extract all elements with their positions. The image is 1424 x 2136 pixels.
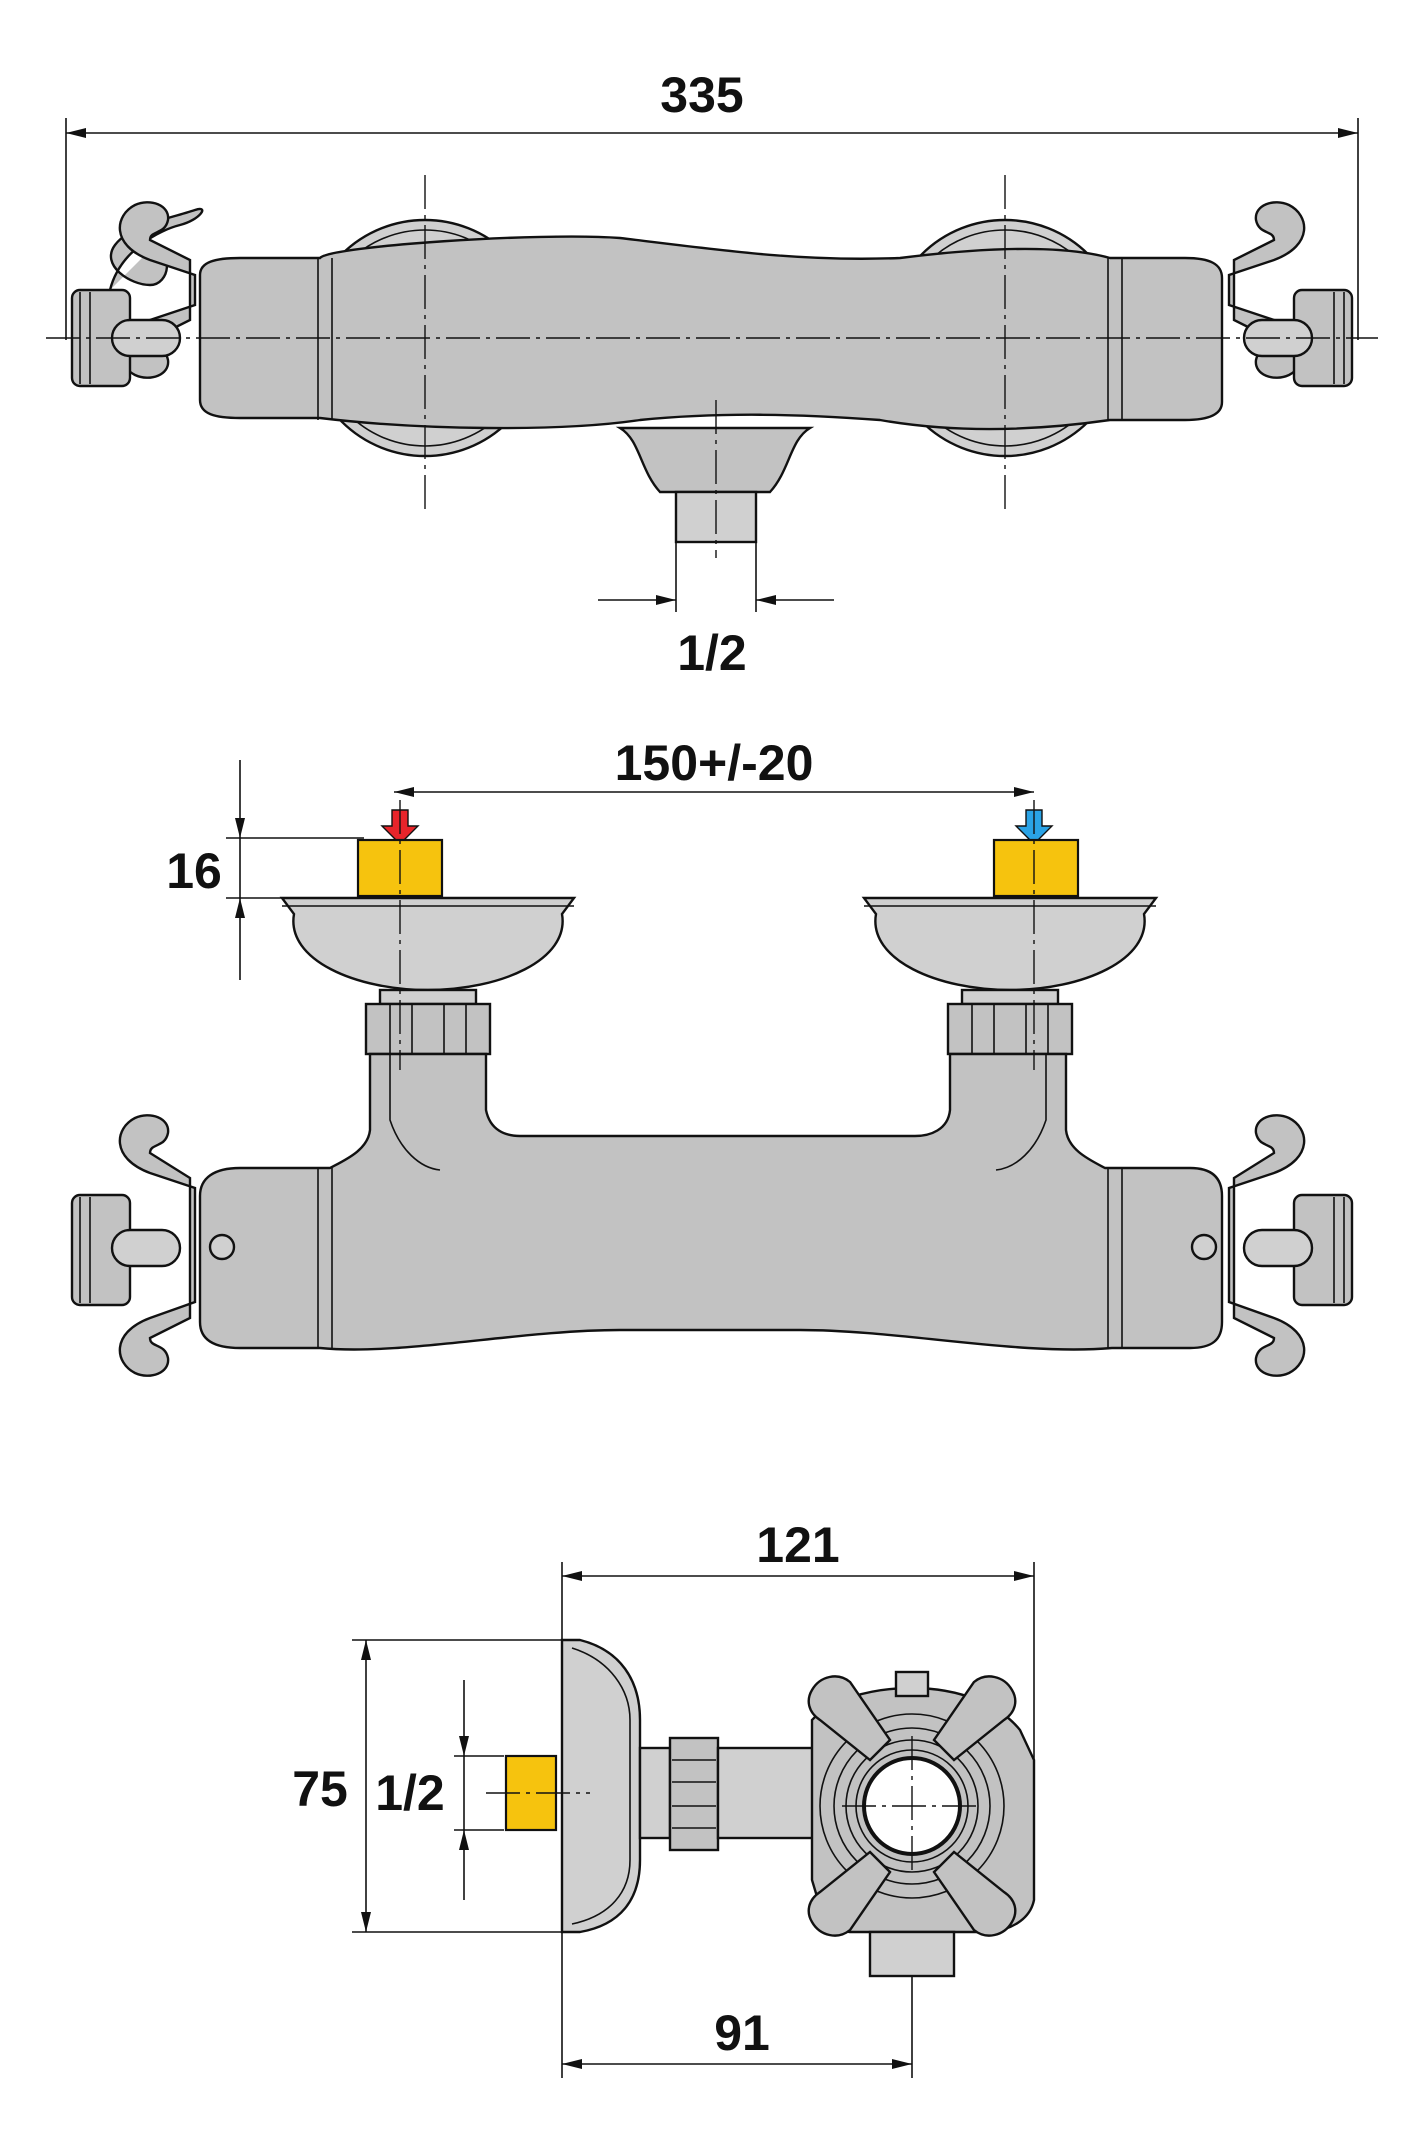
side-outlet bbox=[868, 1930, 956, 1978]
side-spoke-top-right bbox=[932, 1675, 1017, 1762]
wall-cup-left bbox=[279, 896, 577, 992]
top-view: 335 bbox=[46, 67, 1378, 681]
front-handle-window-left bbox=[110, 1228, 182, 1268]
dim-inlet-spacing: 150+/-20 bbox=[615, 735, 814, 791]
temp-stop-left bbox=[208, 1233, 236, 1261]
side-wall-cup-inner bbox=[571, 1647, 631, 1925]
side-handle-ring-2 bbox=[833, 1727, 991, 1885]
front-handle-window-right bbox=[1242, 1228, 1314, 1268]
dim-outlet-thread: 1/2 bbox=[677, 625, 747, 681]
side-pipe bbox=[638, 1746, 672, 1840]
side-wall-cup bbox=[560, 1638, 642, 1934]
wall-cup-right bbox=[861, 896, 1159, 992]
right-handle bbox=[1227, 201, 1354, 388]
nut-left bbox=[364, 1002, 492, 1056]
nut-right-collar bbox=[960, 988, 1060, 1006]
mixer-body-top bbox=[198, 235, 1224, 431]
dim-eccentric-depth: 16 bbox=[166, 843, 222, 899]
pipe-left-inner bbox=[389, 1054, 441, 1171]
side-nut bbox=[668, 1736, 720, 1852]
dim-depth-to-axis: 91 bbox=[714, 2005, 770, 2061]
front-left-handle bbox=[70, 1114, 197, 1377]
dim-overall-width: 335 bbox=[660, 67, 743, 123]
eccentric-cold bbox=[992, 838, 1080, 898]
front-handle-cross-left bbox=[118, 1114, 197, 1377]
nut-left-collar bbox=[378, 988, 478, 1006]
dim-height: 75 bbox=[292, 1761, 348, 1817]
temp-stop-right bbox=[1190, 1233, 1218, 1261]
front-right-handle bbox=[1227, 1114, 1354, 1377]
side-handle-top-lug bbox=[894, 1670, 930, 1698]
left-handle bbox=[70, 201, 204, 388]
nut-right bbox=[946, 1002, 1074, 1056]
dim-inlet-thread: 1/2 bbox=[375, 1765, 445, 1821]
side-spoke-top-left bbox=[807, 1675, 892, 1762]
side-view: 121 91 75 1/2 bbox=[292, 1517, 1036, 2078]
side-spoke-bottom-right bbox=[932, 1850, 1017, 1937]
outlet-neck bbox=[615, 426, 815, 494]
front-view: 150+/-20 16 bbox=[70, 735, 1354, 1377]
side-handle-ring-1 bbox=[819, 1713, 1005, 1899]
pipe-right-inner bbox=[995, 1054, 1047, 1171]
side-spoke-bottom-left bbox=[807, 1850, 892, 1937]
front-handle-cross-right bbox=[1227, 1114, 1306, 1377]
mixer-body-front bbox=[198, 1052, 1224, 1351]
dim-depth-total: 121 bbox=[756, 1517, 839, 1573]
